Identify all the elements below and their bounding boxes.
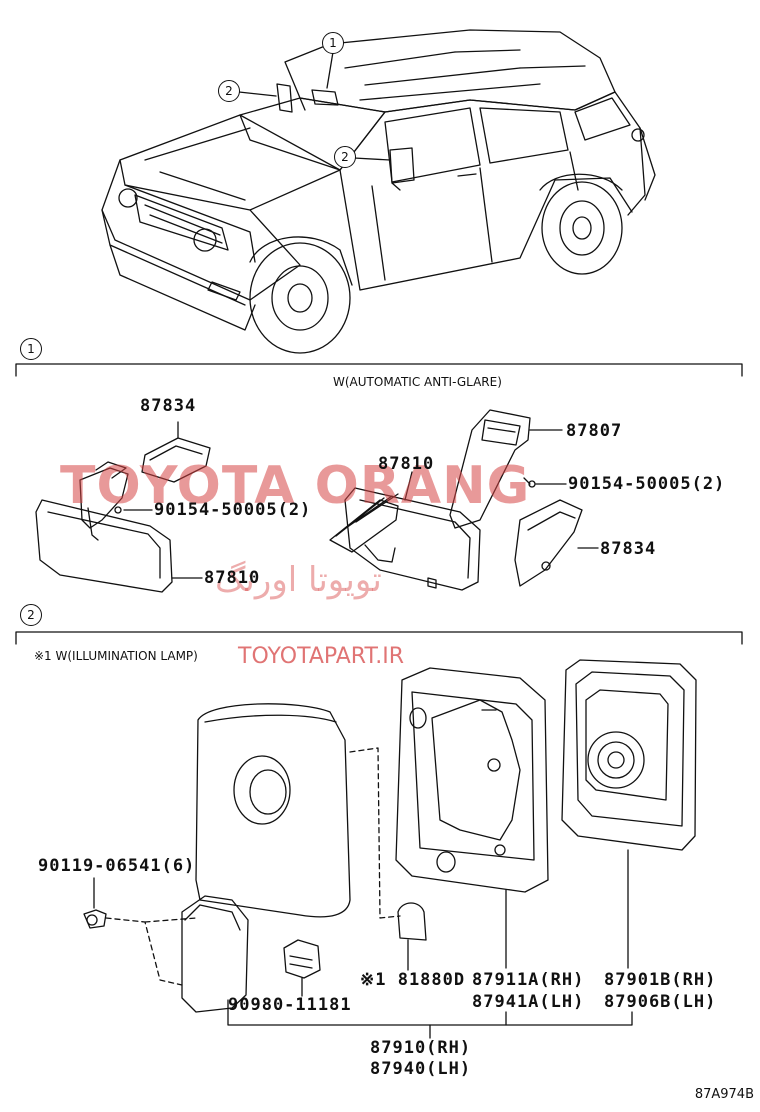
part-label-87810-left[interactable]: 87810 [204,568,261,588]
part-label-87901b[interactable]: 87901B(RH) [604,970,717,990]
section-1-leaders [123,421,599,579]
outer-mirror-assembly [83,659,697,1013]
section-2-leaders [93,849,633,1039]
part-label-87834-right[interactable]: 87834 [600,539,657,559]
part-label-90119[interactable]: 90119-06541(6) [38,856,196,876]
section-1-variant-note: W(AUTOMATIC ANTI-GLARE) [333,375,502,389]
part-label-87906b[interactable]: 87906B(LH) [604,992,717,1012]
section-1-frame [15,363,743,377]
part-label-90154-right[interactable]: 90154-50005(2) [568,474,726,494]
part-label-87941a[interactable]: 87941A(LH) [472,992,585,1012]
part-label-87940[interactable]: 87940(LH) [370,1059,472,1079]
callout-2-vehicle-top[interactable]: 2 [218,80,240,102]
callout-2-section[interactable]: 2 [20,604,42,626]
part-label-90154-left[interactable]: 90154-50005(2) [154,500,312,520]
part-label-81880d[interactable]: ※1 81880D [360,970,466,990]
callout-1-vehicle[interactable]: 1 [322,32,344,54]
part-label-87807[interactable]: 87807 [566,421,623,441]
brand-watermark: TOYOTA ORANG [60,456,531,516]
inner-mirror-anti-glare [329,409,583,591]
diagram-code: 87A974B [694,1087,754,1102]
part-label-87910[interactable]: 87910(RH) [370,1038,472,1058]
part-label-87834-left[interactable]: 87834 [140,396,197,416]
part-label-87810-right[interactable]: 87810 [378,454,435,474]
section-2-frame [15,631,743,645]
section-2-variant-note: ※1 W(ILLUMINATION LAMP) [34,649,198,663]
url-watermark: TOYOTAPART.IR [238,644,405,669]
callout-1-section[interactable]: 1 [20,338,42,360]
part-label-87911a[interactable]: 87911A(RH) [472,970,585,990]
callout-2-vehicle-side[interactable]: 2 [334,146,356,168]
persian-watermark: تويوتا اورنگ [215,560,382,600]
vehicle-illustration [101,29,656,354]
part-label-90980[interactable]: 90980-11181 [228,995,352,1015]
